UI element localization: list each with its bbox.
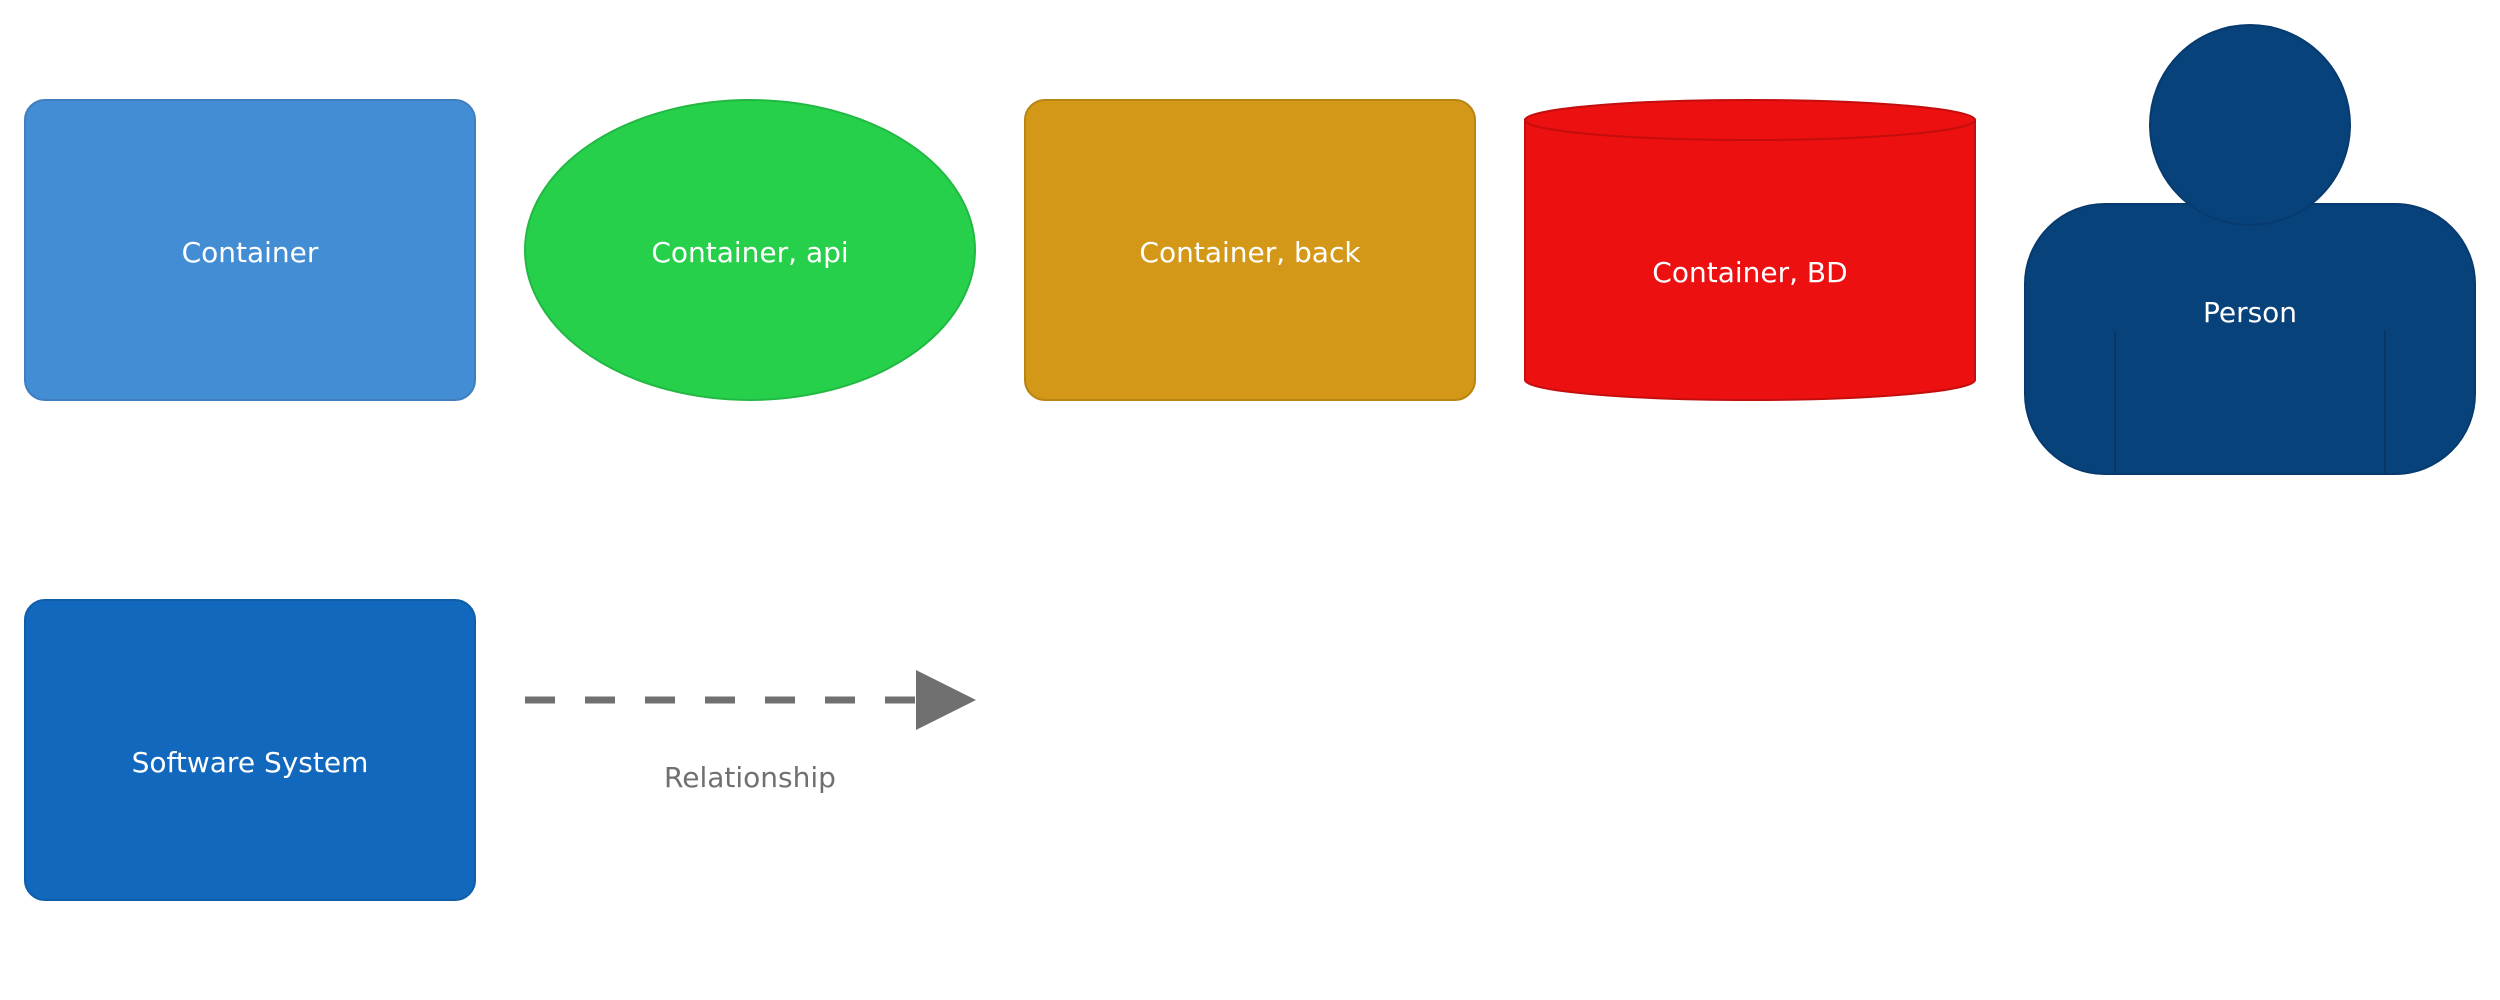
relationship-label: Relationship bbox=[664, 761, 836, 794]
container-shape bbox=[24, 99, 476, 401]
person-head bbox=[2149, 24, 2351, 226]
container-db-body bbox=[1524, 119, 1976, 401]
container-label: Container bbox=[182, 236, 319, 269]
container-back-shape bbox=[1024, 99, 1476, 401]
relationship-arrowhead bbox=[916, 670, 976, 730]
container-back-label: Container, back bbox=[1139, 236, 1361, 269]
software-system-shape bbox=[24, 599, 476, 901]
container-db-label: Container, BD bbox=[1652, 256, 1847, 289]
container-api-label: Container, api bbox=[651, 236, 848, 269]
relationship-element[interactable]: Relationship bbox=[525, 670, 976, 794]
container-db-top bbox=[1524, 99, 1976, 141]
software-system-element[interactable]: Software System bbox=[24, 599, 476, 901]
container-db-element[interactable]: Container, BD bbox=[1524, 99, 1976, 401]
container-back-element[interactable]: Container, back bbox=[1024, 99, 1476, 401]
container-api-shape bbox=[524, 99, 976, 401]
container-api-element[interactable]: Container, api bbox=[524, 99, 976, 401]
person-element[interactable]: Person bbox=[2024, 24, 2476, 475]
software-system-label: Software System bbox=[132, 746, 369, 779]
container-element[interactable]: Container bbox=[24, 99, 476, 401]
person-body bbox=[2024, 203, 2476, 475]
person-label: Person bbox=[2203, 296, 2297, 329]
